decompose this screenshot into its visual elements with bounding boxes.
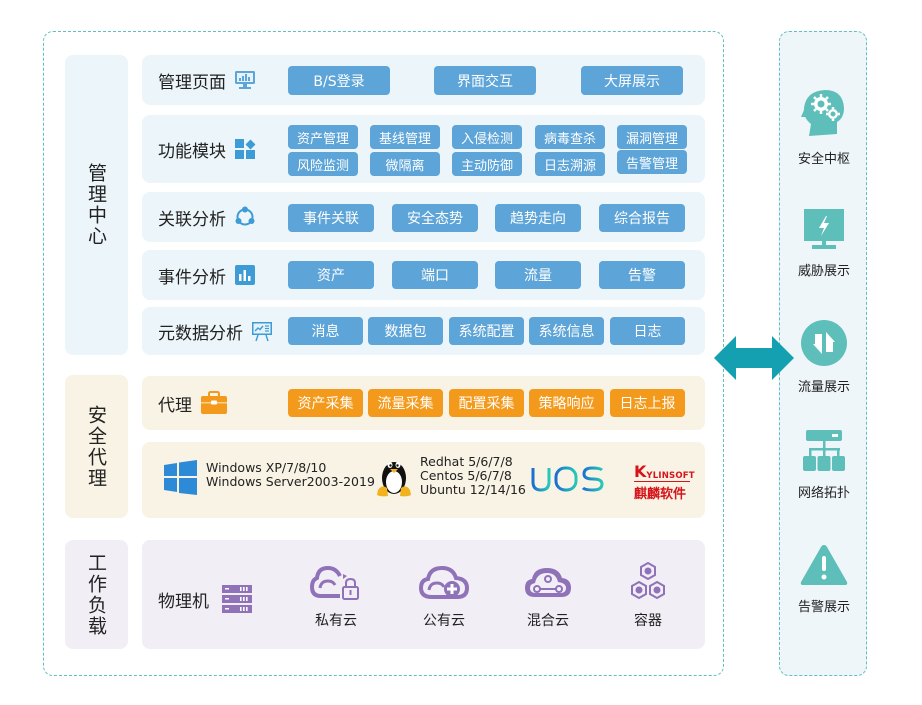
chip-sys-info[interactable]: 系统信息	[529, 317, 604, 345]
section-label-management: 管理中心	[65, 55, 128, 355]
row-event-analysis: 事件分析 资产 端口 流量 告警	[142, 250, 705, 300]
traffic-arrows-icon	[801, 320, 847, 370]
row-function-modules: 功能模块 资产管理 基线管理 入侵检测 病毒查杀 漏洞管理 风险监测 微隔离 主…	[142, 115, 705, 183]
workload-label: 混合云	[527, 613, 569, 629]
bidirectional-arrow-icon	[714, 334, 794, 386]
monitor-chart-icon	[234, 69, 256, 91]
workload-public-cloud: 公有云	[404, 564, 484, 630]
chip-alert-mgmt[interactable]: 告警管理	[617, 150, 687, 174]
chip-sys-config[interactable]: 系统配置	[449, 317, 524, 345]
kylinsoft-logo: K YLINSOFT 麒麟软件	[634, 462, 695, 502]
uos-logo-icon	[530, 464, 606, 498]
kylinsoft-k: K	[634, 462, 647, 481]
workload-label: 容器	[634, 613, 662, 629]
kylinsoft-cn: 麒麟软件	[634, 487, 687, 502]
public-cloud-icon	[418, 564, 470, 606]
chip-port[interactable]: 端口	[392, 261, 478, 289]
kylinsoft-en: YLINSOFT	[646, 470, 695, 481]
ubuntu-versions: Ubuntu 12/14/16	[420, 482, 526, 497]
chip-packet[interactable]: 数据包	[368, 317, 443, 345]
briefcase-icon	[200, 391, 228, 414]
row-title: 功能模块	[158, 141, 226, 162]
bar-chart-icon	[234, 264, 256, 286]
chip-ui-interaction[interactable]: 界面交互	[434, 66, 536, 95]
chip-security-posture[interactable]: 安全态势	[392, 204, 478, 232]
workload-hybrid-cloud: 混合云	[508, 564, 588, 630]
chip-vuln-mgmt[interactable]: 漏洞管理	[617, 125, 687, 149]
chip-report[interactable]: 综合报告	[599, 204, 685, 232]
brain-gears-icon	[801, 88, 847, 142]
chip-traffic-collect[interactable]: 流量采集	[368, 389, 443, 417]
section-label-agent: 安全代理	[65, 375, 128, 518]
chip-asset[interactable]: 资产	[288, 261, 374, 289]
chip-policy-response[interactable]: 策略响应	[529, 389, 604, 417]
right-item-label: 威胁展示	[797, 264, 850, 279]
chip-log-report[interactable]: 日志上报	[610, 389, 685, 417]
row-correlation-analysis: 关联分析 事件关联 安全态势 趋势走向 综合报告	[142, 192, 705, 242]
chip-asset-mgmt[interactable]: 资产管理	[288, 125, 358, 149]
chip-alert[interactable]: 告警	[599, 261, 685, 289]
right-item-traffic-display[interactable]: 流量展示	[780, 320, 868, 395]
row-title: 管理页面	[158, 72, 226, 93]
windows-versions: Windows XP/7/8/10 Windows Server2003-201…	[206, 461, 375, 489]
row-title: 物理机	[158, 591, 209, 612]
chip-log-trace[interactable]: 日志溯源	[535, 152, 605, 176]
workload-container: 容器	[608, 561, 688, 630]
container-icon	[629, 561, 667, 606]
chip-asset-collect[interactable]: 资产采集	[288, 389, 363, 417]
row-title: 元数据分析	[158, 323, 243, 344]
modules-icon	[234, 138, 256, 160]
redhat-versions: Redhat 5/6/7/8	[420, 454, 513, 469]
right-item-label: 告警展示	[797, 600, 850, 615]
windows-logo-icon	[164, 460, 197, 500]
row-agent: 代理 资产采集 流量采集 配置采集 策略响应 日志上报	[142, 376, 705, 430]
presentation-board-icon	[251, 320, 273, 342]
warning-triangle-icon	[800, 544, 848, 590]
linux-tux-icon	[376, 454, 412, 502]
right-item-label: 安全中枢	[797, 152, 850, 167]
private-cloud-icon	[309, 564, 362, 606]
chip-active-defense[interactable]: 主动防御	[452, 152, 522, 176]
share-nodes-icon	[234, 206, 256, 228]
centos-versions: Centos 5/6/7/8	[420, 468, 512, 483]
windows-server-versions: Windows Server2003-2019	[206, 474, 375, 489]
right-item-label: 网络拓扑	[797, 486, 850, 501]
linux-versions: Redhat 5/6/7/8 Centos 5/6/7/8 Ubuntu 12/…	[420, 455, 526, 497]
row-title: 事件分析	[158, 267, 226, 288]
chip-traffic[interactable]: 流量	[495, 261, 581, 289]
chip-intrusion-detect[interactable]: 入侵检测	[452, 125, 522, 149]
threat-monitor-icon	[803, 208, 845, 254]
row-metadata-analysis: 元数据分析 消息 数据包 系统配置 系统信息 日志	[142, 307, 705, 355]
row-supported-os: Windows XP/7/8/10 Windows Server2003-201…	[142, 442, 705, 518]
chip-event-correlation[interactable]: 事件关联	[288, 204, 374, 232]
hybrid-cloud-icon	[522, 564, 574, 606]
workload-label: 公有云	[423, 613, 465, 629]
chip-message[interactable]: 消息	[288, 317, 363, 345]
chip-virus-scan[interactable]: 病毒查杀	[535, 125, 605, 149]
workload-private-cloud: 私有云	[296, 564, 376, 630]
chip-big-screen[interactable]: 大屏展示	[581, 66, 683, 95]
row-title: 关联分析	[158, 209, 226, 230]
row-title: 代理	[158, 395, 192, 416]
chip-micro-segmentation[interactable]: 微隔离	[370, 152, 440, 176]
chip-baseline-mgmt[interactable]: 基线管理	[370, 125, 440, 149]
network-topology-icon	[803, 430, 845, 476]
chip-bs-login[interactable]: B/S登录	[288, 66, 390, 95]
section-label-workload: 工作负载	[65, 540, 128, 649]
right-item-network-topology[interactable]: 网络拓扑	[780, 430, 868, 501]
server-rack-icon	[221, 584, 253, 614]
right-item-threat-display[interactable]: 威胁展示	[780, 208, 868, 279]
right-item-label: 流量展示	[797, 380, 850, 395]
chip-risk-monitor[interactable]: 风险监测	[288, 152, 358, 176]
row-management-page: 管理页面 B/S登录 界面交互 大屏展示	[142, 55, 705, 105]
chip-trend[interactable]: 趋势走向	[495, 204, 581, 232]
workload-label: 私有云	[315, 613, 357, 629]
row-workload: 物理机 私有云 公有云 混合云 容器	[142, 540, 705, 649]
chip-log[interactable]: 日志	[610, 317, 685, 345]
right-item-alert-display[interactable]: 告警展示	[780, 544, 868, 615]
right-item-security-hub[interactable]: 安全中枢	[780, 88, 868, 167]
windows-desktop-versions: Windows XP/7/8/10	[206, 460, 327, 475]
chip-config-collect[interactable]: 配置采集	[449, 389, 524, 417]
